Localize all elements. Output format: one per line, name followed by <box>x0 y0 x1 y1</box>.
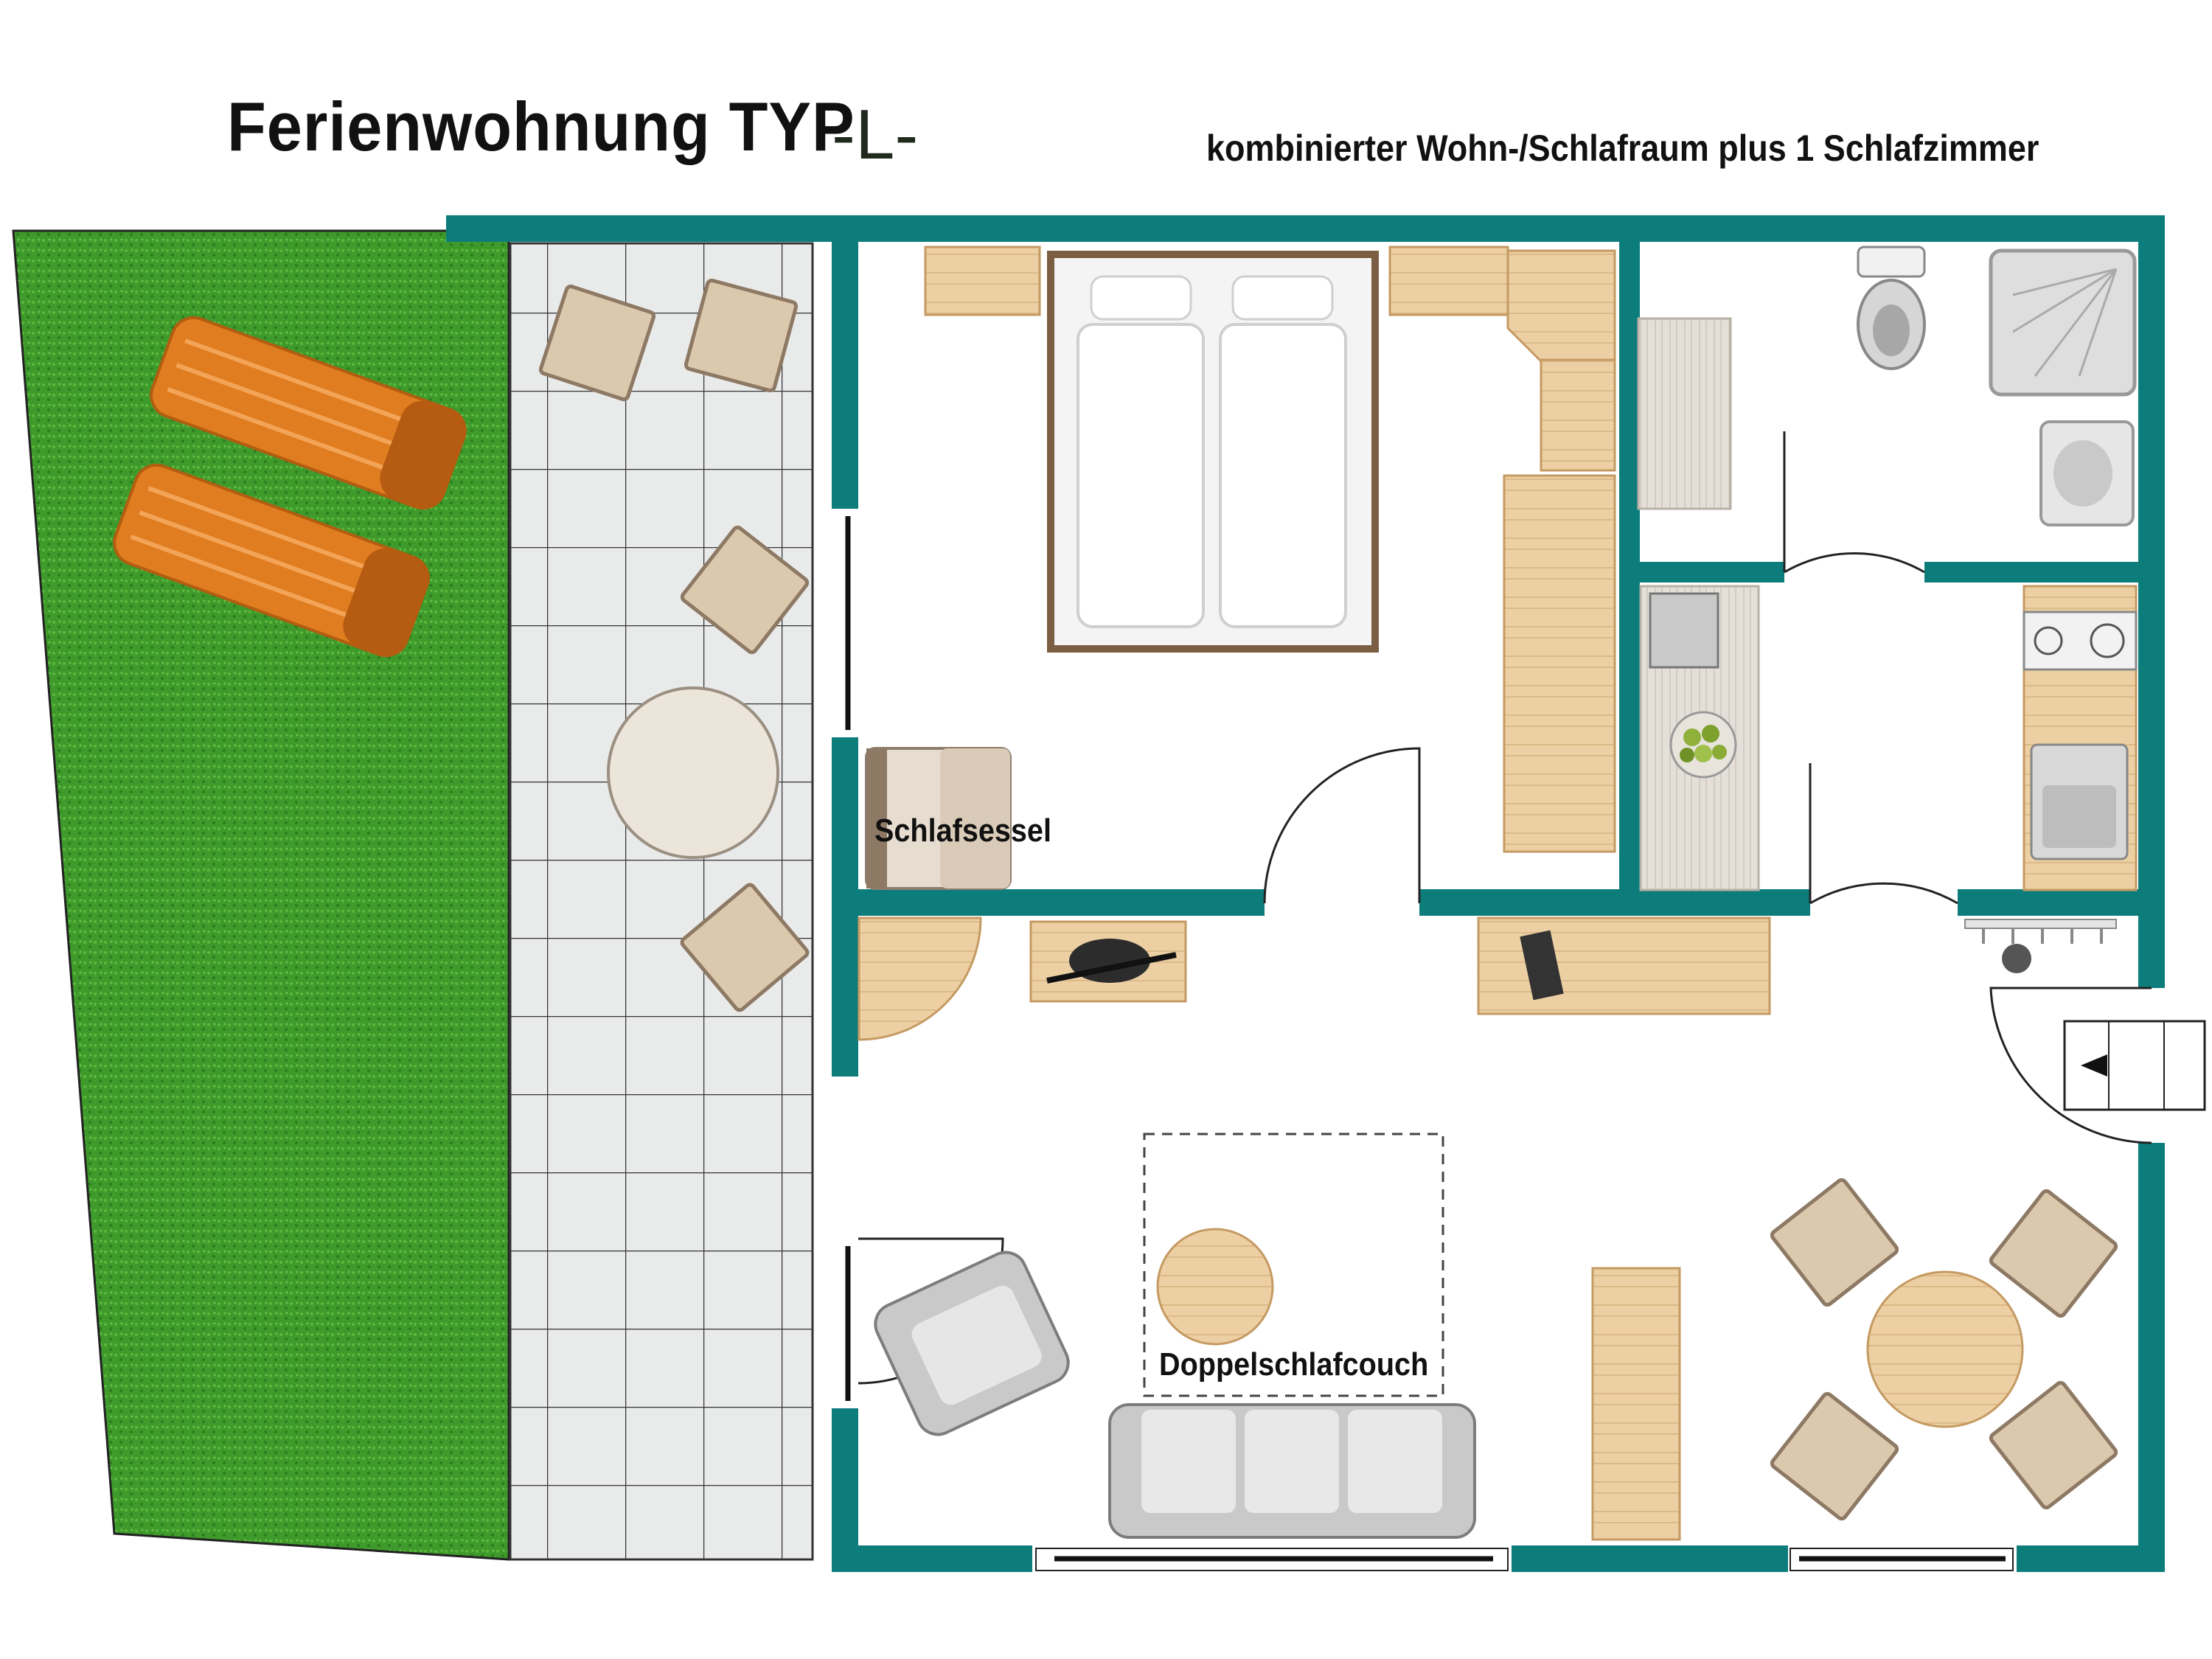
entrance-step <box>2063 1020 2206 1111</box>
nightstand-left <box>924 246 1041 316</box>
dining-chair <box>1770 1391 1899 1521</box>
sleeper-chair-label: Schlafsessel <box>874 813 1051 849</box>
sofa-bed-label: Doppelschlafcouch <box>1159 1346 1429 1382</box>
nightstand-right <box>1388 246 1509 316</box>
sofa <box>1108 1403 1476 1539</box>
coffee-table <box>1156 1228 1274 1346</box>
terrace-table <box>607 686 779 859</box>
coat-rack <box>1964 919 2117 973</box>
plan-subtitle: kombinierter Wohn-/Schlafraum plus 1 Sch… <box>1206 128 2039 169</box>
terrace-chair <box>680 883 810 1012</box>
dining-chair <box>1770 1178 1899 1307</box>
kitchen-sink <box>2030 743 2129 860</box>
dining-chair <box>1989 1189 2118 1318</box>
door-swings <box>858 431 2152 1385</box>
terrace-chair <box>538 284 656 402</box>
sun-lounger-top <box>150 316 467 510</box>
window-frames <box>1035 1548 2014 1571</box>
fridge <box>1649 592 1719 669</box>
bathroom-sink <box>2039 420 2135 526</box>
apartment-type-marker: -L- <box>832 95 919 174</box>
sofa-bed-footprint <box>1143 1133 1444 1397</box>
living-wardrobe <box>1591 1267 1681 1541</box>
wall-openings <box>832 509 2165 1572</box>
bathroom-cabinet <box>1637 317 1732 510</box>
dining-chair <box>1989 1380 2118 1510</box>
terrace-chair <box>680 525 810 655</box>
windows <box>845 516 2006 1562</box>
sideboard <box>1477 917 1771 1015</box>
sun-lounger-bottom <box>113 463 430 658</box>
tv-cabinet <box>1029 920 1187 1003</box>
plan-title: Ferienwohnung TYP <box>227 88 855 165</box>
double-bed <box>1047 251 1379 653</box>
cooktop <box>2023 611 2138 671</box>
desk-extension <box>1540 358 1616 472</box>
sleeper-chair <box>865 747 1012 890</box>
fruit-bowl <box>1669 711 1737 779</box>
bedroom-wardrobe <box>1503 474 1616 853</box>
quarter-round-table <box>858 917 982 1041</box>
toilet <box>1857 246 1926 370</box>
corner-desk <box>1506 249 1616 363</box>
shower <box>1989 248 2137 397</box>
armchair <box>874 1251 1070 1436</box>
dining-table <box>1866 1270 2024 1428</box>
terrace-chair <box>684 278 799 393</box>
